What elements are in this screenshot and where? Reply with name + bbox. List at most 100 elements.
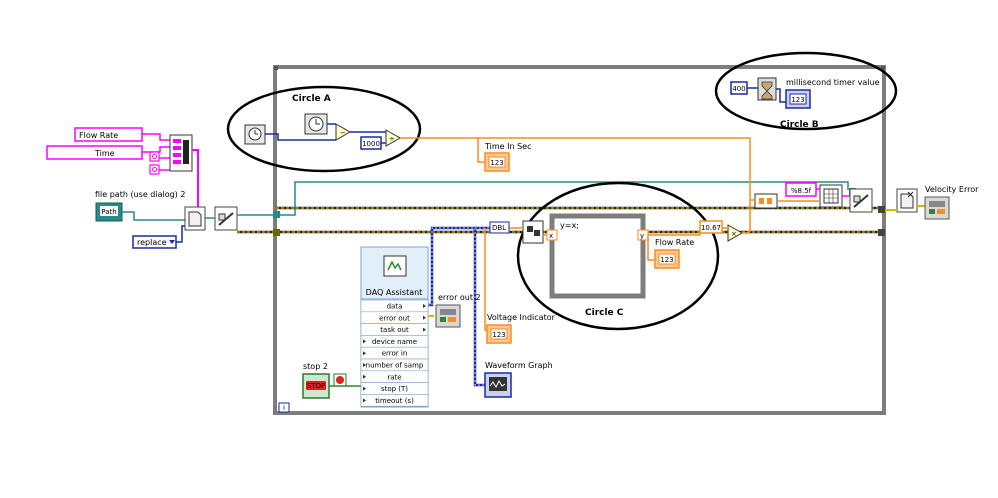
array-wire <box>192 149 204 211</box>
array-to-spreadsheet-node[interactable] <box>819 184 843 208</box>
circle-a-wires <box>265 123 386 144</box>
daq-terminal-arrow <box>363 398 366 403</box>
open-file-node[interactable] <box>184 206 206 231</box>
tick-count-node-1[interactable] <box>244 124 266 145</box>
waveform-graph-indicator <box>484 372 512 398</box>
svg-text:x: x <box>549 232 553 240</box>
velocity-error-label: Velocity Error <box>925 185 979 194</box>
loop-iteration-terminal: i <box>278 402 290 413</box>
ms-timer-glyph: 123 <box>791 96 804 104</box>
daq-terminal-arrow <box>363 351 366 356</box>
empty-string-constant-1[interactable] <box>149 151 160 162</box>
write-text-file-node[interactable] <box>849 188 873 213</box>
daq-terminal-label: number of samp <box>366 362 424 370</box>
tick-count-node-2[interactable] <box>304 113 328 135</box>
flow-rate-string-constant[interactable]: Flow Rate <box>74 127 143 142</box>
svg-text:y: y <box>640 232 644 240</box>
path-wires <box>122 211 186 243</box>
loop-iteration-label: i <box>283 404 285 412</box>
time-in-sec-wire <box>477 138 485 163</box>
dbl-conversion-node[interactable]: DBL <box>489 221 510 234</box>
write-spreadsheet-node[interactable] <box>214 206 238 231</box>
while-loop[interactable] <box>273 65 886 415</box>
replace-enum-constant[interactable]: replace <box>132 235 177 249</box>
circle-a-annotation <box>226 85 422 173</box>
wait-ms-node[interactable] <box>757 77 777 101</box>
daq-terminal-row[interactable]: timeout (s) <box>360 394 429 407</box>
dynamic-data-convert-node[interactable] <box>522 220 544 244</box>
circle-b-annotation <box>714 51 898 131</box>
path-glyph: Path <box>101 208 116 216</box>
divide-node[interactable]: ÷ <box>385 129 402 147</box>
const-400-label: 400 <box>732 85 745 93</box>
daq-terminal-row[interactable]: data <box>360 299 429 313</box>
tunnel-error-right <box>878 206 885 213</box>
const-10-67[interactable]: 10.67 <box>699 220 723 234</box>
flow-rate-ind-glyph: 123 <box>660 256 673 264</box>
flow-rate-string-label: Flow Rate <box>79 131 118 140</box>
ms-timer-wire <box>776 88 786 103</box>
daq-terminal-arrow <box>363 374 366 379</box>
daq-terminal-arrow <box>363 363 366 367</box>
format-string-label: %8.5f <box>791 187 812 195</box>
flow-rate-ind-label: Flow Rate <box>655 238 694 247</box>
empty-string-constant-2[interactable] <box>149 164 160 175</box>
ms-timer-indicator: 123 <box>785 89 811 109</box>
daq-terminal-arrow <box>363 386 366 391</box>
flow-rate-ind-wire <box>647 235 655 261</box>
svg-text:−: − <box>340 129 346 137</box>
replace-enum-label: replace <box>137 238 167 247</box>
time-string-label: Time <box>94 149 115 158</box>
ms-timer-value-label: millisecond timer value <box>786 78 880 87</box>
time-in-sec-label: Time In Sec <box>484 142 532 151</box>
voltage-indicator-label: Voltage Indicator <box>487 313 556 322</box>
time-string-constant[interactable]: Time <box>46 145 143 160</box>
stop-2-control[interactable]: STOP <box>302 373 330 399</box>
formula-text: y=x; <box>560 221 579 230</box>
stop-condition-terminal[interactable] <box>333 373 347 387</box>
circle-c-annotation <box>516 181 720 331</box>
daq-terminal-label: device name <box>372 338 417 346</box>
tunnel-error-right-2 <box>878 229 885 236</box>
svg-text:÷: ÷ <box>389 135 395 143</box>
error-out-2-label: error out 2 <box>438 293 481 302</box>
daq-terminal-row[interactable]: error in <box>360 346 429 360</box>
format-string-constant[interactable]: %8.5f <box>785 182 817 197</box>
formula-node[interactable]: y=x; x y <box>546 213 649 299</box>
close-file-node[interactable] <box>896 188 918 213</box>
daq-terminal-row[interactable]: device name <box>360 335 429 348</box>
multiply-node[interactable]: × <box>727 224 744 242</box>
multiply-wires <box>722 227 750 234</box>
daq-terminal-arrow <box>423 327 426 332</box>
right-wires <box>750 188 850 202</box>
daq-terminal-row[interactable]: error out <box>360 311 429 324</box>
daq-terminal-label: rate <box>387 373 401 381</box>
daq-terminal-label: task out <box>380 326 409 334</box>
daq-terminal-row[interactable]: number of samp <box>360 358 429 372</box>
const-1000-label: 1000 <box>362 140 380 148</box>
daq-terminal-row[interactable]: rate <box>360 370 429 383</box>
voltage-indicator: 123 <box>486 324 512 344</box>
file-path-control[interactable]: Path <box>95 202 123 222</box>
daq-terminal-row[interactable]: task out <box>360 323 429 336</box>
circle-c-label: Circle C <box>585 308 624 318</box>
circle-a-label: Circle A <box>292 94 331 104</box>
build-array-node[interactable] <box>169 134 193 172</box>
const-1000[interactable]: 1000 <box>360 136 382 150</box>
daq-terminal-arrow <box>423 304 426 308</box>
daq-terminal-row[interactable]: stop (T) <box>360 382 429 395</box>
time-in-sec-indicator: 123 <box>484 152 510 172</box>
stop-btn-glyph: STOP <box>307 382 325 390</box>
subtract-node[interactable]: − <box>335 123 352 141</box>
error-out-2-indicator <box>435 304 461 328</box>
file-path-label: file path (use dialog) 2 <box>95 190 185 199</box>
const-10-67-label: 10.67 <box>701 224 721 232</box>
const-400[interactable]: 400 <box>730 81 748 95</box>
build-array-node-right[interactable] <box>754 193 778 209</box>
velocity-error-indicator <box>924 196 950 220</box>
daq-terminal-label: error in <box>382 350 408 358</box>
tunnel-refnum <box>273 211 280 218</box>
svg-text:×: × <box>731 230 737 238</box>
